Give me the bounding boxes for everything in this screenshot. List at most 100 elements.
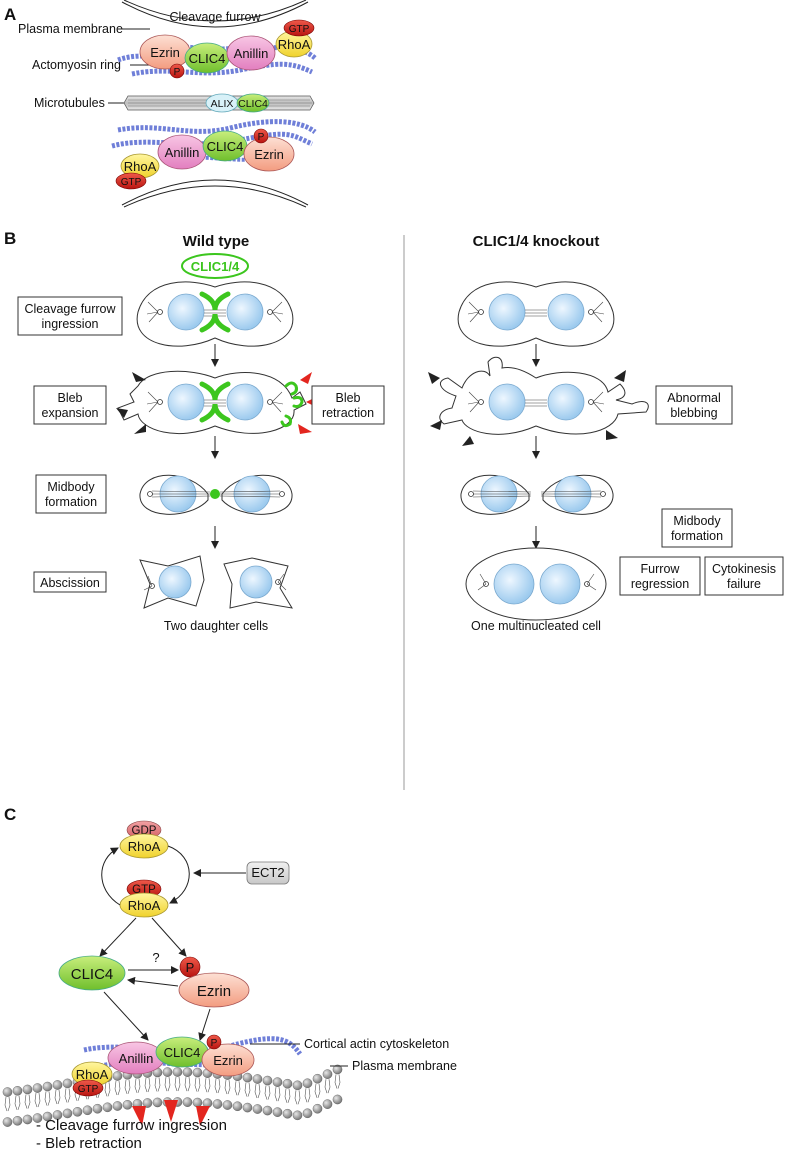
one-multinucleated-cell-label: One multinucleated cell bbox=[471, 619, 601, 633]
panel-c-letter: C bbox=[4, 805, 16, 824]
lipid-head-outer bbox=[262, 1075, 273, 1086]
clic4-node: CLIC4 bbox=[58, 955, 126, 991]
lipid-head-inner bbox=[12, 1116, 23, 1126]
svg-text:failure: failure bbox=[727, 577, 761, 591]
outcome-ingression: - Cleavage furrow ingression bbox=[36, 1117, 227, 1134]
lipid-tail bbox=[34, 1093, 41, 1108]
lipid-head-inner bbox=[272, 1107, 283, 1117]
lipid-tail bbox=[234, 1081, 241, 1096]
svg-text:Bleb: Bleb bbox=[57, 391, 82, 405]
svg-text:regression: regression bbox=[631, 577, 689, 591]
wt-daughter-cells bbox=[139, 555, 293, 609]
anillin-c: Anillin bbox=[107, 1041, 165, 1075]
lipid-head-inner bbox=[2, 1117, 13, 1127]
wt-cell-midbody bbox=[139, 474, 293, 515]
lipid-tail bbox=[44, 1091, 51, 1106]
ezrin-bottom: Ezrin bbox=[243, 136, 295, 172]
svg-text:P: P bbox=[211, 1038, 218, 1049]
svg-text:formation: formation bbox=[671, 529, 723, 543]
rhoa-to-ezrin-arrow bbox=[151, 917, 187, 957]
svg-text:ECT2: ECT2 bbox=[251, 865, 284, 880]
lipid-head-outer bbox=[242, 1072, 253, 1083]
lipid-tail bbox=[314, 1083, 321, 1098]
svg-text:GTP: GTP bbox=[121, 177, 142, 188]
lipid-tail bbox=[214, 1078, 221, 1094]
lipid-head-outer bbox=[282, 1078, 293, 1089]
lipid-head-outer bbox=[252, 1074, 263, 1084]
lipid-head-outer bbox=[322, 1069, 333, 1079]
force-arrow-1 bbox=[132, 1106, 146, 1126]
lipid-tail bbox=[64, 1088, 71, 1103]
lipid-head-outer bbox=[302, 1078, 313, 1089]
cortical-actin-label: Cortical actin cytoskeleton bbox=[304, 1037, 449, 1051]
panel-b: B Wild type CLIC1/4 Cleavage furrow ingr… bbox=[4, 229, 784, 790]
svg-text:RhoA: RhoA bbox=[128, 839, 161, 854]
svg-text:CLIC4: CLIC4 bbox=[207, 139, 244, 154]
lipid-tail bbox=[264, 1085, 271, 1100]
ezrin-node: Ezrin bbox=[178, 972, 250, 1008]
force-arrow-2 bbox=[164, 1100, 178, 1122]
svg-text:CLIC4: CLIC4 bbox=[189, 51, 226, 66]
lipid-tail bbox=[324, 1079, 331, 1094]
lipid-tail bbox=[254, 1083, 261, 1099]
lipid-tail bbox=[194, 1077, 201, 1092]
lipid-head-outer bbox=[312, 1073, 323, 1084]
ezrin-to-clic4-arrow bbox=[127, 976, 179, 987]
panel-b-letter: B bbox=[4, 229, 16, 248]
svg-text:Midbody: Midbody bbox=[673, 514, 721, 528]
svg-text:ingression: ingression bbox=[42, 317, 99, 331]
svg-text:RhoA: RhoA bbox=[124, 159, 157, 174]
actomyosin-ring-label: Actomyosin ring bbox=[32, 58, 121, 72]
lipid-head-outer bbox=[42, 1081, 53, 1092]
svg-text:GTP: GTP bbox=[78, 1084, 99, 1095]
phospho-top: P bbox=[169, 63, 185, 79]
lipid-head-inner bbox=[22, 1114, 33, 1125]
lipid-tail bbox=[284, 1088, 291, 1103]
lipid-head-outer bbox=[292, 1080, 303, 1091]
ko-cell-ingression bbox=[457, 281, 615, 347]
svg-text:ALIX: ALIX bbox=[211, 98, 234, 110]
rhoa-gdp-node: RhoA bbox=[119, 833, 169, 859]
lipid-tail bbox=[164, 1077, 171, 1092]
lipid-head-inner bbox=[112, 1101, 123, 1111]
svg-text:expansion: expansion bbox=[42, 406, 99, 420]
svg-text:CLIC1/4: CLIC1/4 bbox=[191, 259, 240, 274]
ect2-node: ECT2 bbox=[246, 861, 290, 885]
lipid-head-outer bbox=[2, 1087, 13, 1097]
panel-a-letter: A bbox=[4, 5, 16, 24]
lipid-tail bbox=[14, 1095, 21, 1110]
plasma-membrane-label: Plasma membrane bbox=[18, 22, 123, 36]
svg-text:Anillin: Anillin bbox=[234, 46, 269, 61]
lipid-head-outer bbox=[182, 1067, 193, 1077]
clic4-bottom: CLIC4 bbox=[202, 130, 248, 162]
ezrin-top: Ezrin bbox=[139, 34, 191, 70]
wt-midbody-box: Midbody formation bbox=[35, 474, 107, 514]
svg-text:Midbody: Midbody bbox=[47, 480, 95, 494]
lipid-tail bbox=[294, 1090, 301, 1105]
two-daughter-cells-label: Two daughter cells bbox=[164, 619, 268, 633]
lipid-tail bbox=[124, 1079, 131, 1094]
wt-ingression-box: Cleavage furrow ingression bbox=[17, 296, 123, 336]
lipid-tail bbox=[304, 1088, 311, 1103]
lipid-head-inner bbox=[122, 1100, 133, 1110]
rhoa-to-clic4-arrow bbox=[99, 917, 137, 957]
svg-text:RhoA: RhoA bbox=[128, 898, 161, 913]
lipid-tail bbox=[174, 1076, 181, 1092]
lipid-tail bbox=[154, 1077, 161, 1092]
lipid-head-outer bbox=[332, 1064, 343, 1075]
lipid-head-outer bbox=[22, 1084, 33, 1095]
lipid-tail bbox=[144, 1077, 151, 1093]
phospho-c: P bbox=[206, 1034, 222, 1050]
lipid-head-outer bbox=[32, 1083, 43, 1093]
lipid-head-inner bbox=[332, 1094, 343, 1105]
panel-a: A Cleavage furrow Plasma membrane Actomy… bbox=[4, 0, 317, 208]
outcome-bleb-retraction: - Bleb retraction bbox=[36, 1135, 142, 1152]
svg-text:Cytokinesis: Cytokinesis bbox=[712, 562, 776, 576]
lipid-head-outer bbox=[162, 1067, 173, 1077]
abnormal-blebbing-box: Abnormal blebbing bbox=[655, 385, 733, 425]
lipid-tail bbox=[104, 1082, 111, 1097]
lipid-tail bbox=[244, 1082, 251, 1097]
rhoa-top: RhoA bbox=[275, 30, 313, 58]
lipid-head-inner bbox=[252, 1104, 263, 1114]
